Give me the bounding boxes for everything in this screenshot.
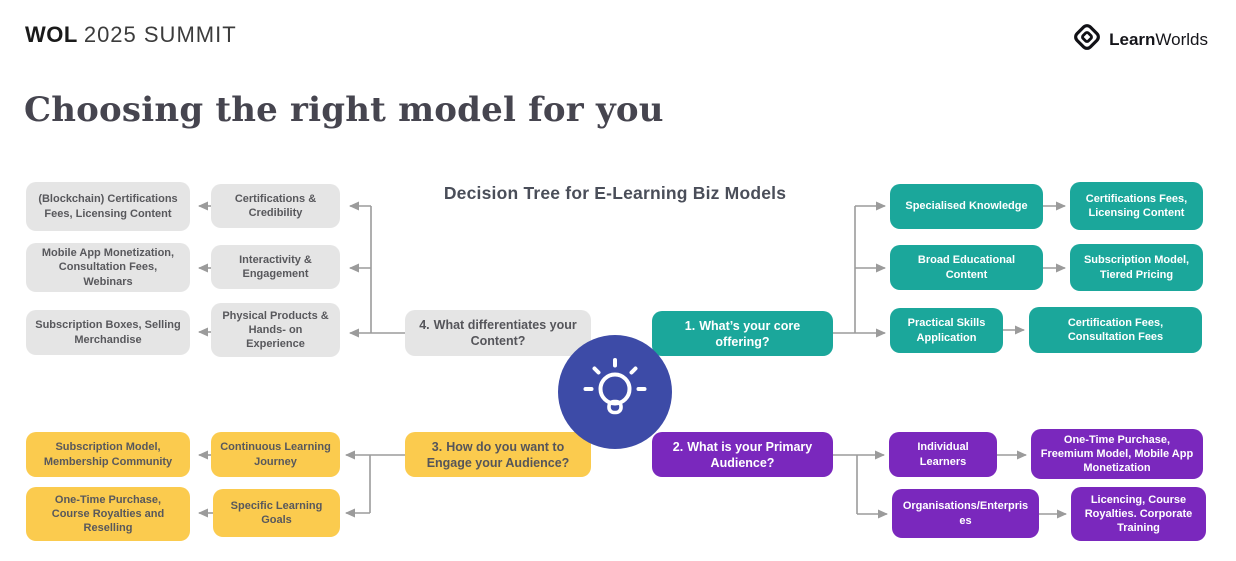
question-box-differentiates-content: 4.What differentiates your Content? xyxy=(405,310,591,356)
option-box-certifications-credibility: Certifications & Credibility xyxy=(211,184,340,228)
outcome-box-licencing-corporate: Licencing, Course Royalties. Corporate T… xyxy=(1071,487,1206,541)
option-box-specific-goals: Specific Learning Goals xyxy=(213,489,340,537)
question-text: 4.What differentiates your Content? xyxy=(419,318,577,348)
outcome-box-blockchain-certifications: (Blockchain) Certifications Fees, Licens… xyxy=(26,182,190,231)
wol-logo-rest: 2025 SUMMIT xyxy=(83,22,237,47)
outcome-box-freemium-mobile: One-Time Purchase, Freemium Model, Mobil… xyxy=(1031,429,1203,479)
outcome-box-subscription-tiered: Subscription Model, Tiered Pricing xyxy=(1070,244,1203,291)
outcome-box-course-royalties-reselling: One-Time Purchase, Course Royalties and … xyxy=(26,487,190,541)
outcome-box-subscription-boxes: Subscription Boxes, Selling Merchandise xyxy=(26,310,190,355)
option-box-organisations-enterprises: Organisations/Enterprises xyxy=(892,489,1039,538)
diagram-title: Decision Tree for E-Learning Biz Models xyxy=(443,183,787,203)
question-box-primary-audience: 2.What is your Primary Audience? xyxy=(652,432,833,477)
question-text: 1.What’s your core offering? xyxy=(684,318,801,349)
question-text: 3.How do you want to Engage your Audienc… xyxy=(426,439,570,470)
page-title: Choosing the right model for you xyxy=(24,90,664,130)
outcome-box-membership-community: Subscription Model, Membership Community xyxy=(26,432,190,477)
question-text: 2.What is your Primary Audience? xyxy=(672,439,813,470)
wol-logo-bold: WOL xyxy=(25,22,78,47)
option-box-continuous-learning: Continuous Learning Journey xyxy=(211,432,340,477)
outcome-box-certification-consultation: Certification Fees, Consultation Fees xyxy=(1029,307,1202,353)
center-hub-circle xyxy=(558,335,672,449)
option-box-practical-skills: Practical Skills Application xyxy=(890,308,1003,353)
option-box-broad-educational-content: Broad Educational Content xyxy=(890,245,1043,290)
lightbulb-icon xyxy=(578,353,652,432)
option-box-specialised-knowledge: Specialised Knowledge xyxy=(890,184,1043,229)
question-box-core-offering: 1.What’s your core offering? xyxy=(652,311,833,356)
learnworlds-diamond-icon xyxy=(1072,22,1102,57)
learnworlds-logo: LearnWorlds xyxy=(1072,22,1208,57)
option-box-physical-products: Physical Products & Hands- on Experience xyxy=(211,303,340,357)
question-box-engage-audience: 3.How do you want to Engage your Audienc… xyxy=(405,432,591,477)
outcome-box-certifications-fees: Certifications Fees, Licensing Content xyxy=(1070,182,1203,230)
learnworlds-wordmark: LearnWorlds xyxy=(1109,29,1208,49)
option-box-individual-learners: Individual Learners xyxy=(889,432,997,477)
option-box-interactivity-engagement: Interactivity & Engagement xyxy=(211,245,340,289)
outcome-box-mobile-app-monetization: Mobile App Monetization, Consultation Fe… xyxy=(26,243,190,292)
